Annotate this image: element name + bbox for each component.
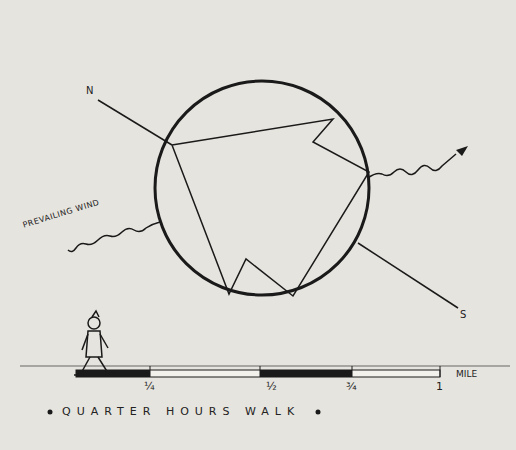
compass-letter: N: [86, 86, 93, 96]
wind-arrowhead: [456, 146, 468, 156]
scale-mark: ¾: [346, 381, 357, 392]
walking-man: [74, 311, 114, 375]
bullet-dot: [48, 410, 53, 415]
compass-letter: S: [460, 310, 466, 320]
site-circle: [155, 81, 369, 295]
route-lines: [98, 100, 458, 308]
scale-bar: [76, 366, 440, 377]
scale-caption: QUARTER HOURS WALK: [62, 406, 300, 417]
scale-mark: ½: [266, 381, 277, 392]
prevailing-wind-squiggle: [68, 222, 160, 252]
scale-unit: MILE: [456, 370, 477, 379]
wind-squiggle: [368, 154, 456, 178]
ground-line: [20, 366, 510, 367]
bullet-dot: [316, 410, 321, 415]
scale-mark: ¼: [144, 381, 155, 392]
scale-mark: 1: [436, 381, 443, 392]
